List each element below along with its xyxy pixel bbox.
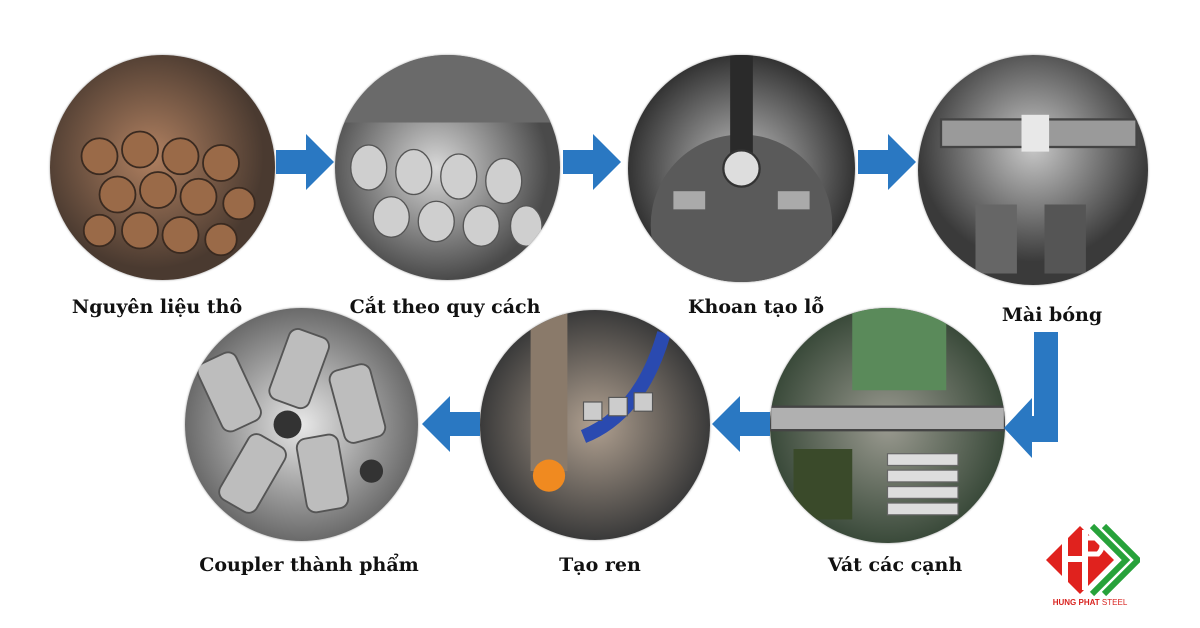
arrow-down-left-icon <box>1004 332 1058 458</box>
hp-logo-icon <box>1046 523 1143 597</box>
step-label-cutting: Cắt theo quy cách <box>349 296 541 318</box>
logo-text: HUNG PHAT STEEL <box>1052 598 1128 607</box>
hung-phat-steel-logo: HUNG PHAT STEEL <box>1040 520 1143 610</box>
raw-steel-bars-image <box>50 55 275 280</box>
step-label-raw-material: Nguyên liệu thô <box>71 296 243 318</box>
cut-steel-pieces-image <box>335 55 560 280</box>
threading-machine-image <box>480 310 710 540</box>
chamfering-lathe-image <box>770 308 1005 543</box>
arrow-left-icon <box>422 396 480 452</box>
arrow-right-icon <box>858 134 916 190</box>
arrow-left-icon <box>712 396 770 452</box>
polishing-lathe-image <box>918 55 1148 285</box>
step-label-chamfering: Vát các cạnh <box>827 554 963 576</box>
step-label-drilling: Khoan tạo lỗ <box>687 296 825 318</box>
arrow-right-icon <box>276 134 334 190</box>
step-label-threading: Tạo ren <box>559 554 641 576</box>
arrow-right-icon <box>563 134 621 190</box>
step-label-polishing: Mài bóng <box>1001 304 1103 326</box>
finished-couplers-image <box>185 308 418 541</box>
drilling-machine-image <box>628 55 855 282</box>
step-label-finished: Coupler thành phẩm <box>199 554 419 576</box>
